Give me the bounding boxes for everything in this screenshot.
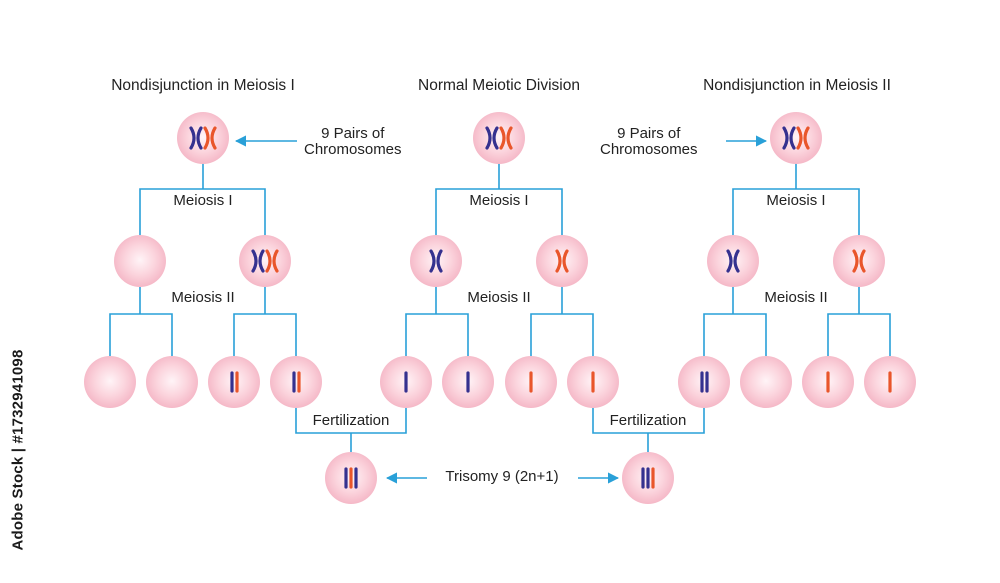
arrows [234, 135, 768, 484]
label-meiosis-1-left: Meiosis I [170, 193, 236, 209]
label-meiosis-1-right: Meiosis I [763, 193, 829, 209]
note-pairs-right-line1: 9 Pairs of [617, 125, 681, 142]
side-credit-text: Adobe Stock | #1732941098 [9, 349, 27, 551]
parent-cell-left [177, 112, 229, 164]
chromosomes [189, 126, 892, 489]
parent-cell-right [770, 112, 822, 164]
parent-cell-middle [473, 112, 525, 164]
note-pairs-right-line2: Chromosomes [600, 141, 698, 158]
meiosis1-cell-middle-b [536, 235, 588, 287]
title-nondisjunction-meiosis-1: Nondisjunction in Meiosis I [111, 77, 295, 94]
chromosome-pair-parent-right [782, 126, 810, 150]
chromosome-meiosis1-middle-b [555, 249, 569, 273]
note-pairs-right: 9 Pairs of Chromosomes [600, 126, 698, 158]
label-meiosis-2-middle: Meiosis II [464, 290, 534, 306]
gamete-left-1 [84, 356, 136, 408]
gamete-left-3 [208, 356, 260, 408]
label-meiosis-2-right: Meiosis II [761, 290, 831, 306]
chromosome-meiosis1-right-b [852, 249, 866, 273]
chromosomes-gamete-left-4 [292, 371, 301, 393]
label-fertilization-left: Fertilization [309, 413, 393, 429]
note-pairs-left-line1: 9 Pairs of [321, 125, 385, 142]
title-normal-meiotic-division: Normal Meiotic Division [418, 77, 580, 94]
meiosis1-cell-right-b [833, 235, 885, 287]
gamete-right-1 [678, 356, 730, 408]
connector-lines [109, 163, 891, 452]
chromosome-pair-parent-left [189, 126, 217, 150]
side-credit: Adobe Stock | #1732941098 [0, 0, 36, 583]
label-meiosis-1-middle: Meiosis I [466, 193, 532, 209]
chromosomes-zygote-left [344, 467, 358, 489]
chromosome-pair-meiosis1-left-b [251, 249, 279, 273]
chromosomes-gamete-right-1 [700, 371, 709, 393]
chromosome-pair-parent-middle [485, 126, 513, 150]
chromosome-meiosis1-right-a [726, 249, 740, 273]
note-pairs-left-line2: Chromosomes [304, 141, 402, 158]
gamete-right-2 [740, 356, 792, 408]
cells [84, 112, 916, 504]
chromosome-meiosis1-middle-a [429, 249, 443, 273]
label-trisomy: Trisomy 9 (2n+1) [445, 468, 559, 486]
note-pairs-left: 9 Pairs of Chromosomes [304, 126, 402, 158]
chromosomes-zygote-right [641, 467, 655, 489]
title-nondisjunction-meiosis-2: Nondisjunction in Meiosis II [703, 77, 891, 94]
meiosis1-cell-left-a [114, 235, 166, 287]
label-fertilization-right: Fertilization [606, 413, 690, 429]
gamete-left-4 [270, 356, 322, 408]
meiosis1-cell-right-a [707, 235, 759, 287]
meiosis1-cell-left-b [239, 235, 291, 287]
chromosomes-gamete-left-3 [230, 371, 239, 393]
gamete-left-2 [146, 356, 198, 408]
label-meiosis-2-left: Meiosis II [168, 290, 238, 306]
meiosis1-cell-middle-a [410, 235, 462, 287]
